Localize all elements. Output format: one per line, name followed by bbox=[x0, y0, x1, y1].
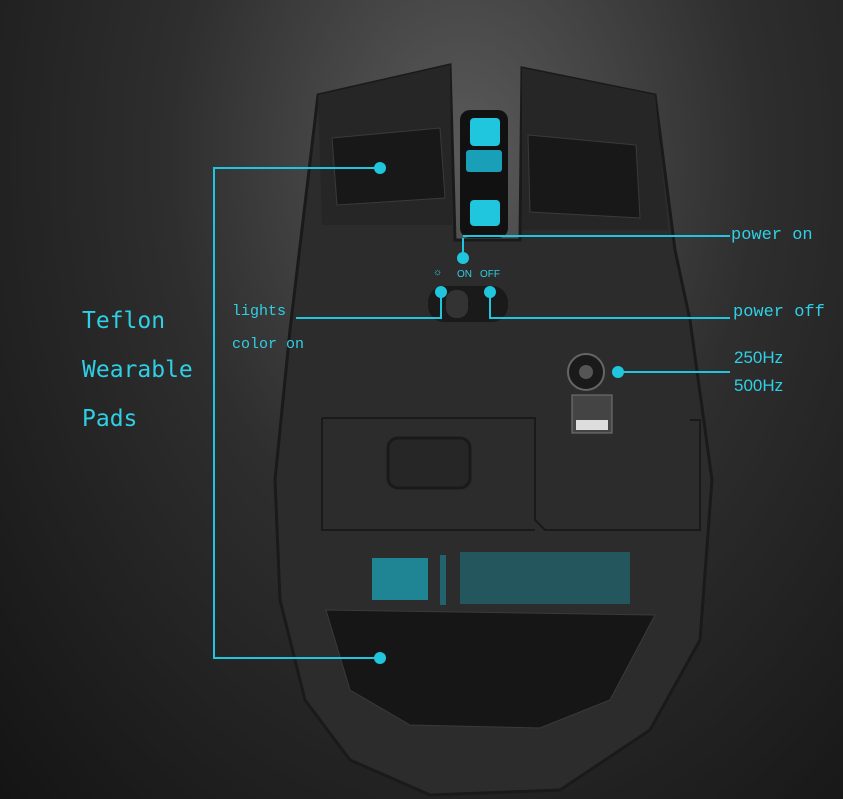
dpi-marker bbox=[612, 366, 624, 378]
power-off-marker bbox=[484, 286, 496, 298]
lights-label: lights bbox=[232, 303, 287, 320]
power-on-marker bbox=[457, 252, 469, 264]
bulb-icon: ☼ bbox=[433, 267, 443, 278]
pads-label-3: Pads bbox=[82, 406, 138, 432]
pad-marker-top bbox=[374, 162, 386, 174]
color-on-label: color on bbox=[232, 336, 305, 353]
battery-latch[interactable] bbox=[386, 436, 472, 490]
teflon-pad-bottom bbox=[325, 609, 656, 729]
battery-cover bbox=[322, 417, 701, 531]
lights-marker bbox=[435, 286, 447, 298]
polling-rate-500: 500Hz bbox=[734, 376, 784, 395]
pads-label-1: Teflon bbox=[82, 308, 166, 334]
brand-logo bbox=[372, 558, 428, 600]
switch-on-label: ON bbox=[457, 269, 472, 280]
polling-rate-250: 250Hz bbox=[734, 348, 784, 367]
power-on-label: power on bbox=[731, 226, 813, 245]
teflon-pad-right bbox=[527, 134, 641, 219]
switch-off-label: OFF bbox=[480, 269, 500, 280]
callout-lines bbox=[213, 167, 730, 659]
pads-label-2: Wearable bbox=[82, 357, 193, 383]
pad-marker-bottom bbox=[374, 652, 386, 664]
teflon-pad-left bbox=[331, 127, 446, 206]
power-off-label: power off bbox=[733, 303, 825, 322]
